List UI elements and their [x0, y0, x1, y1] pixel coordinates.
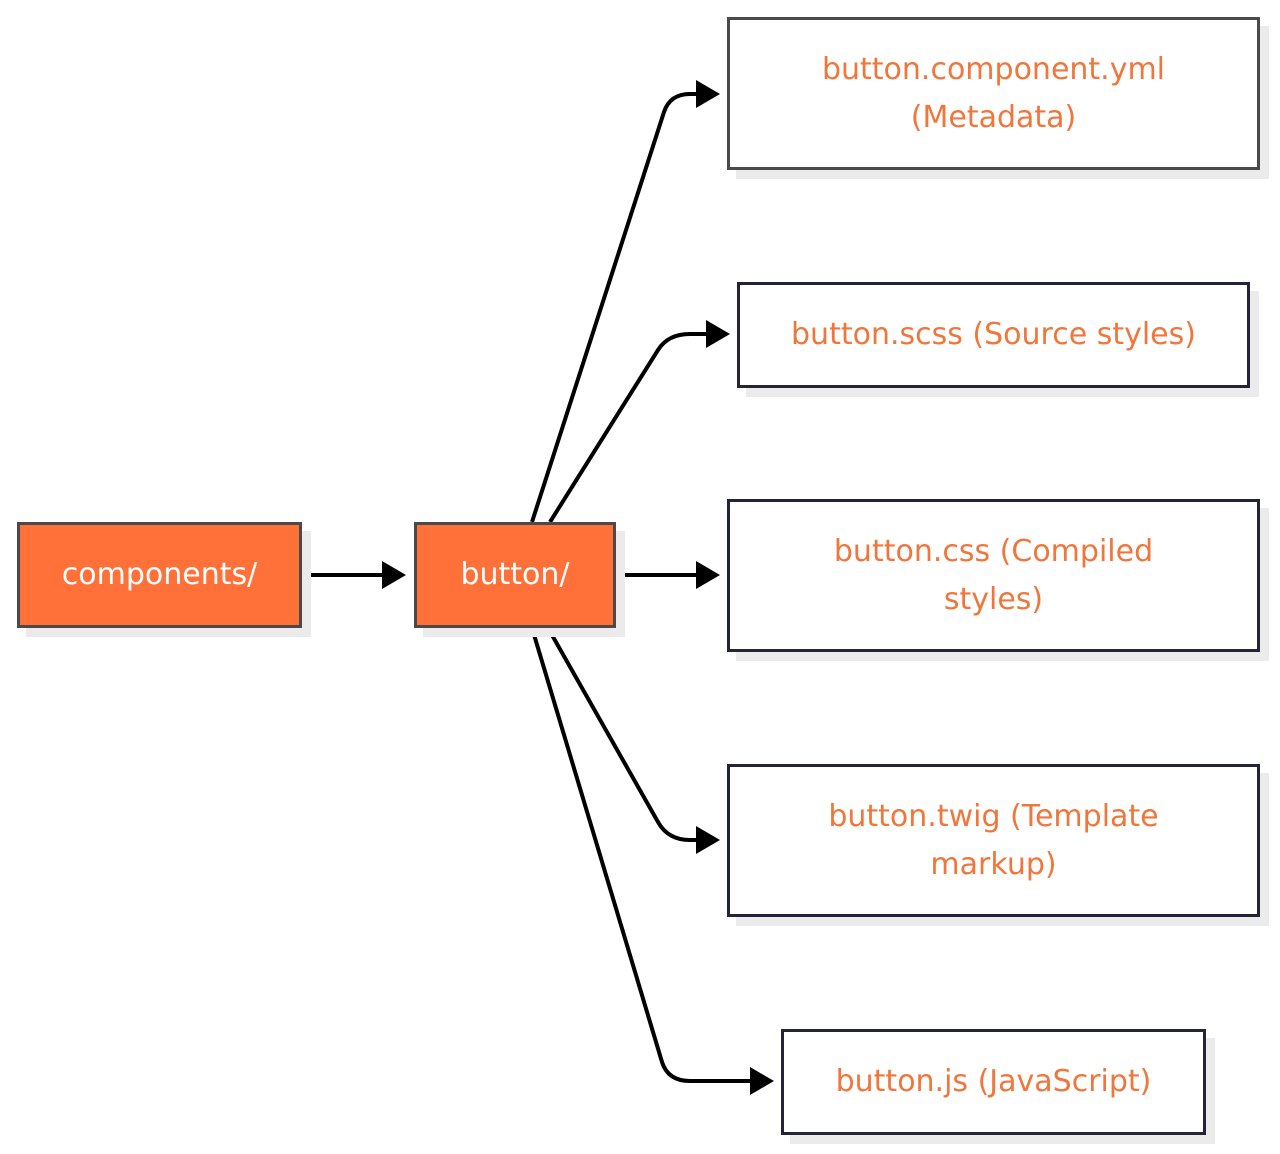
arrowhead — [750, 1067, 774, 1095]
arrowhead — [382, 561, 406, 589]
node-button-css-label: button.css (Compiled styles) — [833, 533, 1154, 617]
arrowhead — [696, 80, 720, 108]
node-button-js[interactable]: button.js (JavaScript) — [781, 1029, 1206, 1135]
node-button[interactable]: button/ — [414, 522, 616, 628]
node-button-twig[interactable]: button.twig (Template markup) — [727, 764, 1260, 917]
node-button-label: button/ — [460, 557, 570, 592]
arrowhead — [696, 561, 720, 589]
node-components-label: components/ — [61, 557, 258, 592]
node-components[interactable]: components/ — [17, 522, 302, 628]
node-button-js-label: button.js (JavaScript) — [835, 1064, 1152, 1099]
arrowhead — [696, 826, 720, 854]
node-button-component-yml[interactable]: button.component.yml (Metadata) — [727, 17, 1260, 170]
arrowhead — [706, 320, 730, 348]
node-button-component-yml-label: button.component.yml (Metadata) — [821, 51, 1166, 135]
node-button-scss-label: button.scss (Source styles) — [791, 317, 1196, 352]
edge-button-to-twig — [546, 627, 698, 842]
edge-button-to-yml — [530, 92, 698, 523]
node-button-scss[interactable]: button.scss (Source styles) — [737, 282, 1250, 388]
edge-button-to-js — [530, 627, 752, 1083]
edge-button-to-scss — [548, 332, 708, 524]
node-button-css[interactable]: button.css (Compiled styles) — [727, 499, 1260, 652]
node-button-twig-label: button.twig (Template markup) — [828, 798, 1159, 882]
